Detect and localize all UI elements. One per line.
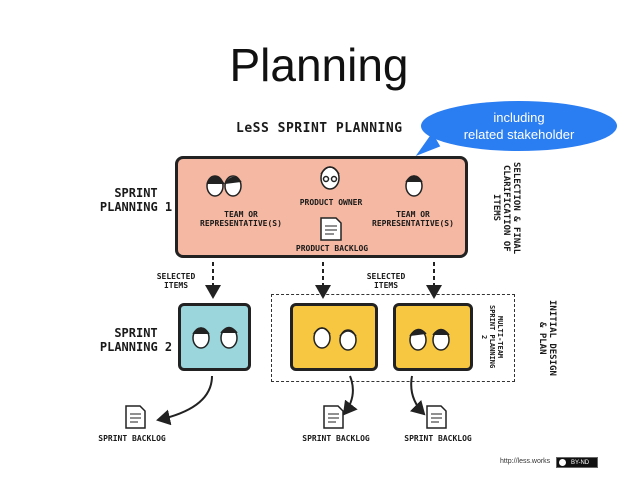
team-left-label: TEAM OR REPRESENTATIVE(S) <box>200 210 282 228</box>
stakeholder-callout: including related stakeholder <box>421 101 617 151</box>
sprint-backlog-arrows <box>156 375 426 426</box>
multi-team-2-people-icon <box>409 328 450 351</box>
multi-team-1-people-icon <box>313 327 357 351</box>
product-owner-icon <box>320 166 340 190</box>
diagram-title: LeSS SPRINT PLANNING <box>236 121 403 136</box>
selection-clarification-label: SELECTION & FINAL CLARIFICATION OF ITEMS <box>491 161 521 255</box>
multi-team-box-1 <box>290 303 378 371</box>
selected-items-arrows <box>205 262 442 299</box>
product-backlog-label: PRODUCT BACKLOG <box>295 244 369 253</box>
creative-commons-icon <box>558 458 567 467</box>
multi-team-dashed-group <box>271 294 515 382</box>
sprint-planning-2-team-box <box>178 303 251 371</box>
sprint-backlog-icons <box>125 405 447 429</box>
team-right-label: TEAM OR REPRESENTATIVE(S) <box>372 210 454 228</box>
footer-url: http://less.works <box>500 458 551 465</box>
selected-items-left-label: SELECTED ITEMS <box>156 272 196 290</box>
team-right-person-icon <box>405 175 423 197</box>
sprint-backlog-label-3: SPRINT BACKLOG <box>404 434 472 443</box>
initial-design-label: INITIAL DESIGN & PLAN <box>537 300 557 376</box>
sprint-backlog-label-1: SPRINT BACKLOG <box>98 434 166 443</box>
license-badge: BY-ND <box>556 457 598 468</box>
product-backlog-document-icon <box>320 217 342 241</box>
product-owner-label: PRODUCT OWNER <box>299 198 363 207</box>
callout-line-2: related stakeholder <box>463 127 575 142</box>
callout-line-1: including <box>493 110 545 125</box>
sprint-planning-2-label: SPRINT PLANNING 2 <box>99 326 173 354</box>
selected-items-right-label: SELECTED ITEMS <box>366 272 406 290</box>
sprint-planning-1-label: SPRINT PLANNING 1 <box>99 186 173 214</box>
team-left-people-icon <box>206 175 242 197</box>
multi-team-sprint-planning-label: MULTI-TEAM SPRINT PLANNING 2 <box>480 305 504 369</box>
sprint-planning-2-team-icon <box>192 326 238 349</box>
slide-title: Planning <box>229 39 409 91</box>
sprint-backlog-label-2: SPRINT BACKLOG <box>302 434 370 443</box>
